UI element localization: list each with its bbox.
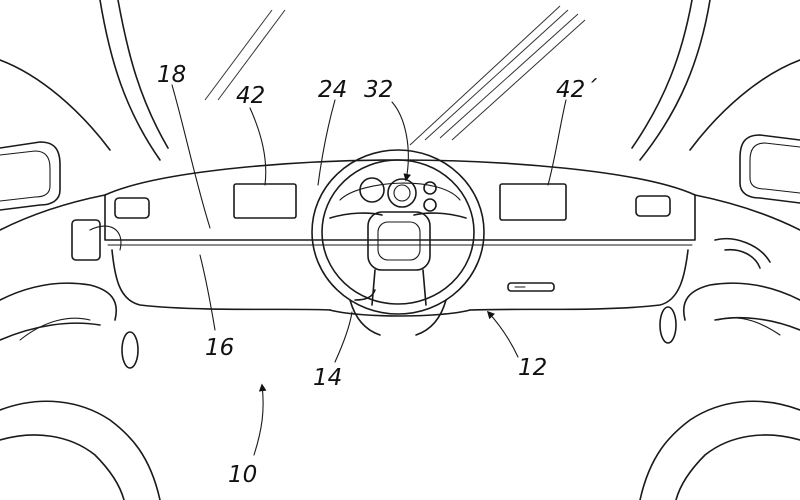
left-side-mirror — [0, 141, 61, 211]
reference-labels: 18 42 24 32 42´ 16 14 12 10 — [157, 62, 597, 488]
a-pillars — [0, 0, 800, 161]
lower-dashboard — [111, 249, 689, 317]
label-42-prime: 42´ — [556, 77, 597, 103]
dashboard-top — [104, 159, 696, 246]
steering-wheel — [311, 149, 485, 315]
display-42-prime — [499, 183, 567, 221]
label-42: 42 — [236, 83, 265, 109]
right-side-mirror — [739, 134, 800, 204]
label-14: 14 — [313, 365, 342, 391]
label-10: 10 — [228, 462, 257, 488]
windshield-hatching — [204, 5, 586, 146]
label-18: 18 — [157, 62, 186, 88]
left-air-vent — [114, 197, 150, 219]
steering-column — [349, 299, 447, 336]
right-door — [639, 194, 800, 500]
left-door — [0, 194, 161, 500]
label-16: 16 — [205, 335, 234, 361]
display-42 — [233, 183, 297, 219]
instrument-cluster — [339, 177, 461, 212]
label-24: 24 — [318, 77, 347, 103]
leader-lines — [171, 84, 567, 456]
right-air-vent — [635, 195, 671, 217]
glovebox-handle — [507, 282, 555, 292]
label-12: 12 — [518, 355, 547, 381]
label-32: 32 — [364, 77, 393, 103]
